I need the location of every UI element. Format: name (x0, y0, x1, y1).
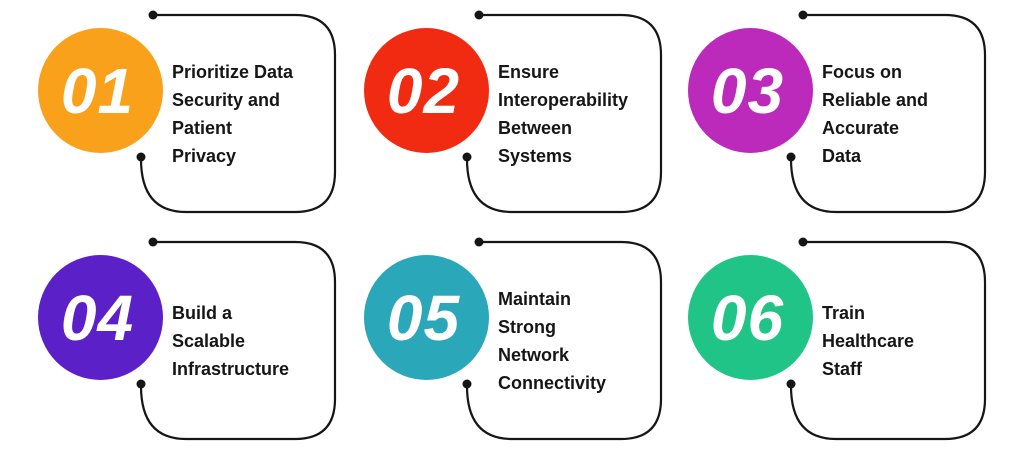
step-title: Focus on Reliable and Accurate Data (822, 61, 929, 166)
step-card-1: 01 Prioritize Data Security and Patient … (8, 8, 338, 235)
card-outline (462, 10, 663, 214)
step-title: Prioritize Data Security and Patient Pri… (172, 61, 294, 166)
step-title: Maintain Strong Network Connectivity (498, 288, 607, 393)
outline-end-dot (786, 152, 796, 162)
outline-start-dot (798, 10, 808, 20)
outline-start-dot (148, 10, 158, 20)
step-number-circle: 03 (688, 28, 813, 153)
card-outline (136, 10, 337, 214)
step-title: Build a Scalable Infrastructure (172, 302, 290, 379)
outline-start-dot (474, 237, 484, 247)
step-card-3: 03 Focus on Reliable and Accurate Data (658, 8, 988, 235)
outline-end-dot (136, 379, 146, 389)
card-outline (786, 237, 987, 441)
outline-start-dot (798, 237, 808, 247)
step-number-circle: 02 (364, 28, 489, 153)
outline-end-dot (462, 152, 472, 162)
step-number: 05 (386, 281, 461, 354)
step-title: Train Healthcare Staff (822, 302, 915, 379)
step-number: 03 (710, 54, 785, 127)
step-number-circle: 06 (688, 255, 813, 380)
step-number-circle: 01 (38, 28, 163, 153)
outline-end-dot (136, 152, 146, 162)
step-card-6: 06 Train Healthcare Staff (658, 235, 988, 462)
outline-path (465, 240, 663, 441)
step-title: Ensure Interoperability Between Systems (498, 61, 629, 166)
outline-start-dot (474, 10, 484, 20)
outline-path (139, 13, 337, 214)
step-card-4: 04 Build a Scalable Infrastructure (8, 235, 338, 462)
outline-end-dot (462, 379, 472, 389)
outline-end-dot (786, 379, 796, 389)
step-number: 04 (60, 281, 135, 354)
step-number-circle: 04 (38, 255, 163, 380)
step-number: 01 (60, 54, 135, 127)
step-card-5: 05 Maintain Strong Network Connectivity (334, 235, 664, 462)
outline-path (465, 13, 663, 214)
card-outline (136, 237, 337, 441)
card-outline (462, 237, 663, 441)
step-number-circle: 05 (364, 255, 489, 380)
outline-path (789, 13, 987, 214)
step-number: 06 (710, 281, 785, 354)
outline-start-dot (148, 237, 158, 247)
outline-path (789, 240, 987, 441)
step-card-2: 02 Ensure Interoperability Between Syste… (334, 8, 664, 235)
outline-path (139, 240, 337, 441)
step-number: 02 (386, 54, 461, 127)
card-outline (786, 10, 987, 214)
